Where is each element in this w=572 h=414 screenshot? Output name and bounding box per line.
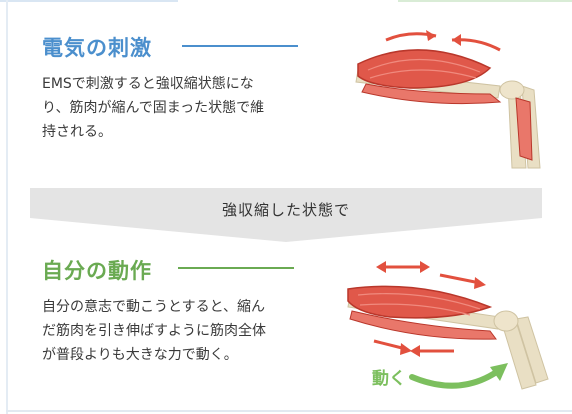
- contracted-arm-illustration: [340, 28, 560, 178]
- section2-description-line: だ筋肉を引き伸ばすように筋肉全体: [42, 323, 266, 339]
- frame-bottom-line: [6, 410, 572, 412]
- section1-title-rule: [182, 45, 298, 47]
- frame-top-left-line: [0, 0, 178, 2]
- transition-banner: 強収縮した状態で: [30, 188, 542, 244]
- section2-title: 自分の動作: [42, 259, 152, 283]
- section1-description-line: り、筋肉が縮んで固まった状態で維: [42, 100, 265, 116]
- section1-description: EMSで刺激すると強収縮状態にな り、筋肉が縮んで固まった状態で維 持される。: [42, 72, 264, 144]
- elbow-joint: [499, 80, 525, 100]
- frame-left-line: [6, 0, 8, 414]
- elbow-joint: [493, 310, 519, 332]
- section2-description: 自分の意志で動こうとすると、縮ん だ筋肉を引き伸ばすように筋肉全体 が普段よりも…: [42, 295, 266, 367]
- section1-title: 電気の刺激: [42, 36, 152, 60]
- arrow-stretch-right-icon: [439, 273, 481, 285]
- section2-description-line: が普段よりも大きな力で動く。: [42, 347, 238, 363]
- movement-label: 動く: [372, 369, 406, 389]
- frame-top-right-line: [398, 0, 572, 2]
- biceps-muscle: [347, 285, 493, 319]
- move-arrow-icon: [409, 368, 501, 389]
- moving-arm-illustration: [330, 255, 562, 405]
- biceps-muscle-contracted: [357, 49, 492, 89]
- transition-banner-text: 強収縮した状態で: [221, 201, 350, 219]
- section1-description-line: EMSで刺激すると強収縮状態にな: [42, 76, 254, 92]
- section1-description-line: 持される。: [42, 124, 112, 140]
- section2-description-line: 自分の意志で動こうとすると、縮ん: [42, 299, 266, 315]
- section2-title-rule: [178, 267, 294, 269]
